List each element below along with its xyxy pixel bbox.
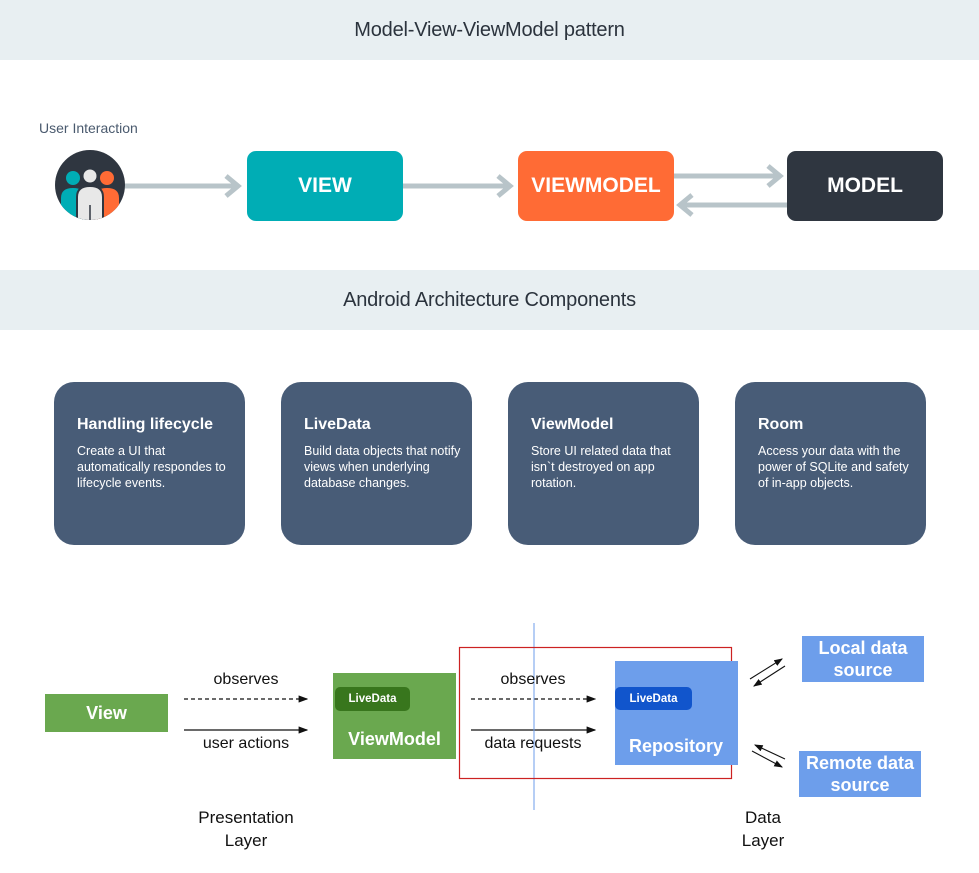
mvvm-arrows [125,164,787,217]
flow-viewmodel-label: ViewModel [348,729,441,749]
arrow-user-to-view [125,174,242,198]
user-interaction-label: User Interaction [39,120,138,136]
livedata-label: LiveData [629,692,678,705]
card-title: Handling lifecycle [77,416,214,433]
observes-label-2: observes [500,671,566,688]
card-title: LiveData [304,416,371,433]
repository-label: Repository [628,736,724,756]
flow-view-label: View [86,702,127,723]
view-label: VIEW [298,174,352,197]
users-group-icon [55,150,125,220]
card-livedata: LiveData Build data objects that notify … [281,382,472,545]
flow-view-box: View [45,694,168,732]
flow-viewmodel-box: LiveData ViewModel [333,673,456,759]
user-actions-label: user actions [202,735,290,752]
repository-box: LiveData Repository [615,661,738,765]
card-viewmodel: ViewModel Store UI related data that isn… [508,382,699,545]
arrow-to-local [749,658,783,680]
arrow-from-local [753,665,786,687]
viewmodel-livedata-pill: LiveData [335,687,410,711]
livedata-label: LiveData [348,693,397,705]
card-handling-lifecycle: Handling lifecycle Create a UI that auto… [54,382,245,545]
card-title: Room [758,416,804,433]
card-description: Create a UI that automatically respondes… [77,444,226,490]
data-requests-label: data requests [484,735,582,752]
arrow-to-remote [751,750,783,768]
model-label: MODEL [827,174,903,197]
arrow-from-remote [754,744,786,760]
data-layer-label: Data Layer [741,808,785,850]
model-box: MODEL [787,151,943,221]
local-data-source-box: Local data source [802,636,924,682]
observes-label-1: observes [213,671,279,688]
repository-livedata-pill: LiveData [615,687,692,710]
view-box: VIEW [247,151,403,221]
remote-data-source-box: Remote data source [799,751,921,797]
arrow-viewmodel-to-model [673,164,784,188]
mvvm-section-header: Model-View-ViewModel pattern [0,0,979,60]
card-description: Build data objects that notify views whe… [304,444,461,490]
card-description: Store UI related data that isn`t destroy… [531,444,671,490]
card-description: Access your data with the power of SQLit… [758,444,909,490]
presentation-layer-label: Presentation Layer [198,808,294,850]
mvvm-section-title: Model-View-ViewModel pattern [354,18,625,41]
arrow-view-to-viewmodel [402,174,514,198]
local-data-source-label: Local data source [818,638,908,680]
viewmodel-label: VIEWMODEL [531,174,661,197]
card-title: ViewModel [531,416,614,433]
viewmodel-box: VIEWMODEL [518,151,674,221]
components-section-header: Android Architecture Components [0,270,979,330]
arrow-model-to-viewmodel [676,193,787,217]
components-section-title: Android Architecture Components [343,288,636,311]
remote-data-source-label: Remote data source [805,753,915,795]
card-room: Room Access your data with the power of … [735,382,926,545]
